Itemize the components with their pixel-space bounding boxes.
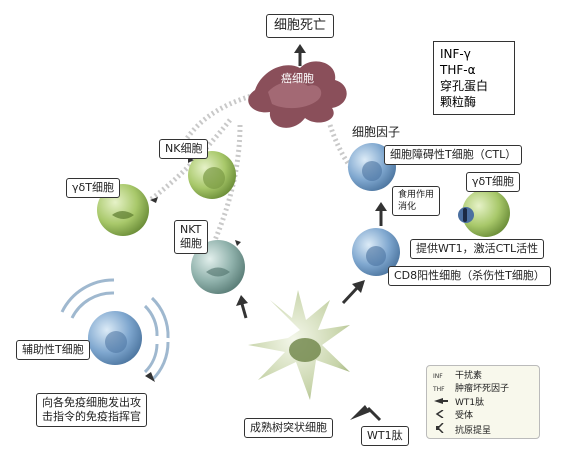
arrow-dendritic-to-nkt — [236, 295, 248, 319]
helper-t-description: 向各免疫细胞发出攻 击指令的免疫指挥官 — [36, 393, 147, 427]
wt1-peptide-arrow — [350, 405, 382, 422]
legend-row-thf: THF 肿瘤坏死因子 — [433, 384, 509, 395]
signal-waves — [60, 278, 170, 382]
gamma-delta-t-right-label: γδT细胞 — [466, 172, 520, 192]
dendritic-cell — [248, 290, 350, 400]
gamma-delta-t-cell-right — [458, 189, 510, 237]
nkt-label-line1: NKT — [180, 223, 202, 236]
legend-row-receptor: 受体 — [433, 409, 474, 422]
phagocytosis-label: 食用作用 消化 — [392, 186, 441, 216]
substance-inf: INF-γ — [440, 47, 471, 61]
wt1-peptide-symbol-icon — [433, 397, 455, 409]
helper-desc-line1: 向各免疫细胞发出攻 — [42, 396, 141, 409]
cancer-cell-label: 癌细胞 — [281, 72, 314, 85]
legend-text-receptor: 受体 — [455, 411, 474, 421]
receptor-markers — [145, 157, 241, 382]
nkt-label-line2: 细胞 — [180, 237, 202, 250]
arrow-dendritic-to-cd8 — [341, 280, 365, 305]
legend-text-antigen: 抗原提呈 — [455, 426, 492, 436]
helper-t-cell — [88, 311, 142, 365]
receptor-icon-left — [150, 197, 158, 203]
cell-death-label: 细胞死亡 — [266, 14, 335, 38]
cancer-cell — [248, 61, 347, 128]
legend-row-inf: INF 干扰素 — [433, 371, 482, 382]
nkt-cell-label: NKT 细胞 — [174, 220, 208, 254]
arrow-to-cell-death — [294, 44, 306, 66]
gamma-delta-t-left-label: γδT细胞 — [66, 178, 120, 198]
legend-key-thf: THF — [433, 386, 445, 393]
helper-desc-line2: 击指令的免疫指挥官 — [42, 410, 141, 423]
dendritic-cell-label: 成熟树突状细胞 — [244, 418, 333, 438]
phagocytosis-line1: 食用作用 — [398, 190, 435, 200]
cytokine-label: 细胞因子 — [352, 125, 401, 139]
legend-text-inf: 干扰素 — [455, 371, 483, 381]
legend-row-wt1: WT1肽 — [433, 397, 484, 409]
legend-row-antigen: 抗原提呈 — [433, 422, 492, 437]
receptor-symbol-icon — [433, 409, 455, 422]
dotted-connections — [148, 92, 372, 241]
activate-ctl-label: 提供WT1，激活CTL活性 — [410, 239, 545, 259]
substance-perforin: 穿孔蛋白 — [440, 79, 489, 93]
antigen-presentation-symbol-icon — [433, 422, 455, 437]
nk-cell-label: NK细胞 — [159, 139, 209, 159]
nk-cell — [188, 151, 236, 199]
legend-text-wt1: WT1肽 — [455, 398, 485, 408]
substance-thf: THF-α — [440, 63, 476, 77]
cd8-cell-label: CD8阳性细胞（杀伤性T细胞） — [388, 266, 551, 286]
substance-granzyme: 颗粒酶 — [440, 95, 477, 109]
legend-text-thf: 肿瘤坏死因子 — [455, 384, 510, 394]
cytotoxic-substances-box: INF-γ THF-α 穿孔蛋白 颗粒酶 — [433, 41, 515, 115]
phagocytosis-line2: 消化 — [398, 202, 417, 212]
helper-t-cell-label: 辅助性T细胞 — [16, 340, 90, 360]
arrow-cd8-to-ctl — [375, 202, 387, 226]
cd8-cell — [352, 228, 400, 276]
legend: INF 干扰素 THF 肿瘤坏死因子 WT1肽 受体 抗原提呈 — [426, 365, 540, 439]
ctl-label: 细胞障碍性T细胞（CTL） — [384, 145, 523, 165]
legend-key-inf: INF — [433, 373, 443, 380]
wt1-peptide-label: WT1肽 — [361, 426, 409, 446]
